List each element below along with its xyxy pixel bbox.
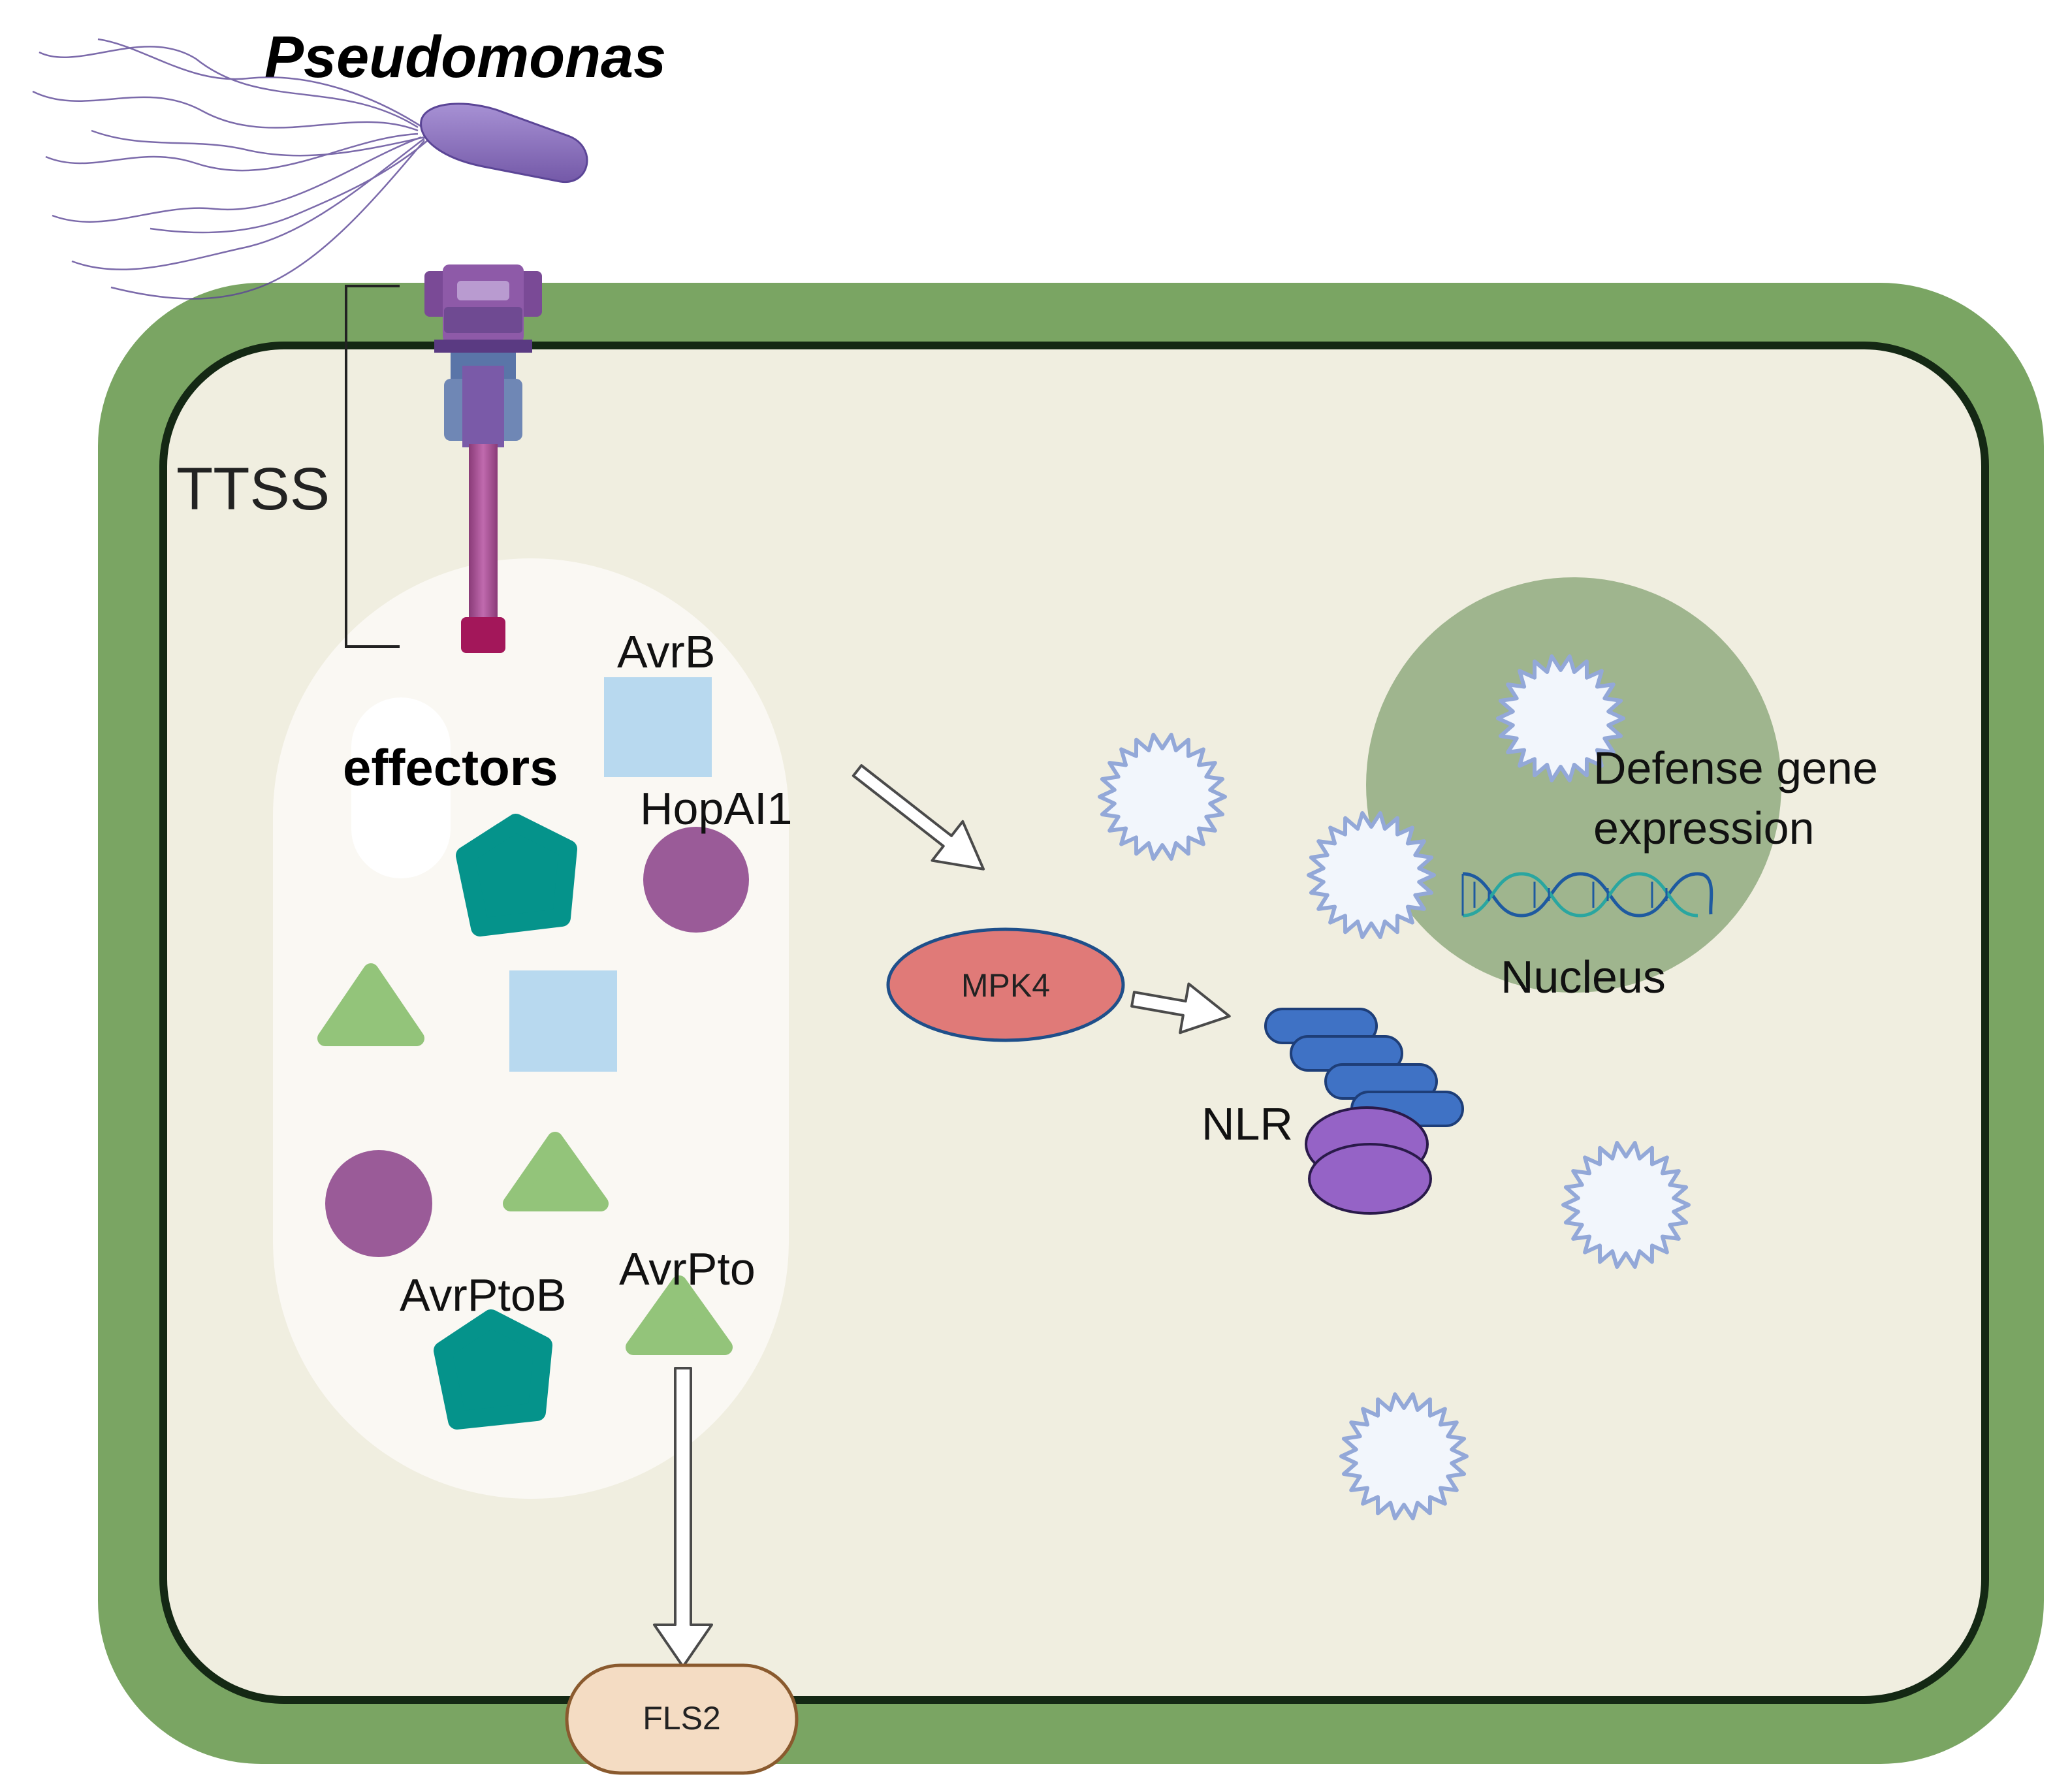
purple-circle [325,1150,432,1257]
nlr-label: NLR [1202,1098,1293,1149]
nucleus [1366,577,1781,993]
effectors-label: effectors [343,739,558,796]
arrow-icon [653,1367,713,1668]
signal-star-icon [1098,733,1227,861]
avrpto-triangle [626,1275,733,1355]
dna-icon [1461,872,1713,918]
signal-star-icon [1496,654,1625,782]
arrow-icon [852,764,985,871]
ttss-label: TTSS [176,456,330,522]
nucleus-label: Nucleus [1501,952,1666,1002]
teal-pentagon [456,814,577,936]
signal-star-icon [1561,1141,1691,1269]
signal-star-icon [1339,1392,1469,1520]
avrb-label: AvrB [617,626,715,677]
fls2-capsule [565,1663,799,1775]
flagella [32,38,428,300]
signal-star-icon [1307,811,1436,939]
arrow-icon [1130,982,1231,1034]
bacterium-icon [420,103,588,183]
mpk4-ellipse [886,927,1125,1042]
hopai1-circle [643,827,749,933]
mpk4-label: MPK4 [961,967,1050,1004]
signal-stars [1098,654,1691,1520]
avrptob-pentagon [434,1309,552,1430]
blue-square [509,970,617,1072]
fls2-label: FLS2 [643,1700,721,1736]
nlr-protein-icon [1264,1008,1464,1215]
defense-gene-label: Defense gene [1593,743,1878,793]
green-triangle [503,1132,609,1211]
vesicle-highlight [351,697,451,878]
avrptob-label: AvrPtoB [400,1270,567,1320]
ttss-bracket [345,285,400,648]
organism-label: Pseudomonas [264,25,666,90]
type-three-secretion-icon [424,264,542,653]
avrb-square [604,677,712,777]
green-triangle [317,963,424,1046]
hopai1-label: HopAI1 [640,783,792,834]
expression-label: expression [1593,803,1815,854]
avrpto-label: AvrPto [619,1243,756,1294]
